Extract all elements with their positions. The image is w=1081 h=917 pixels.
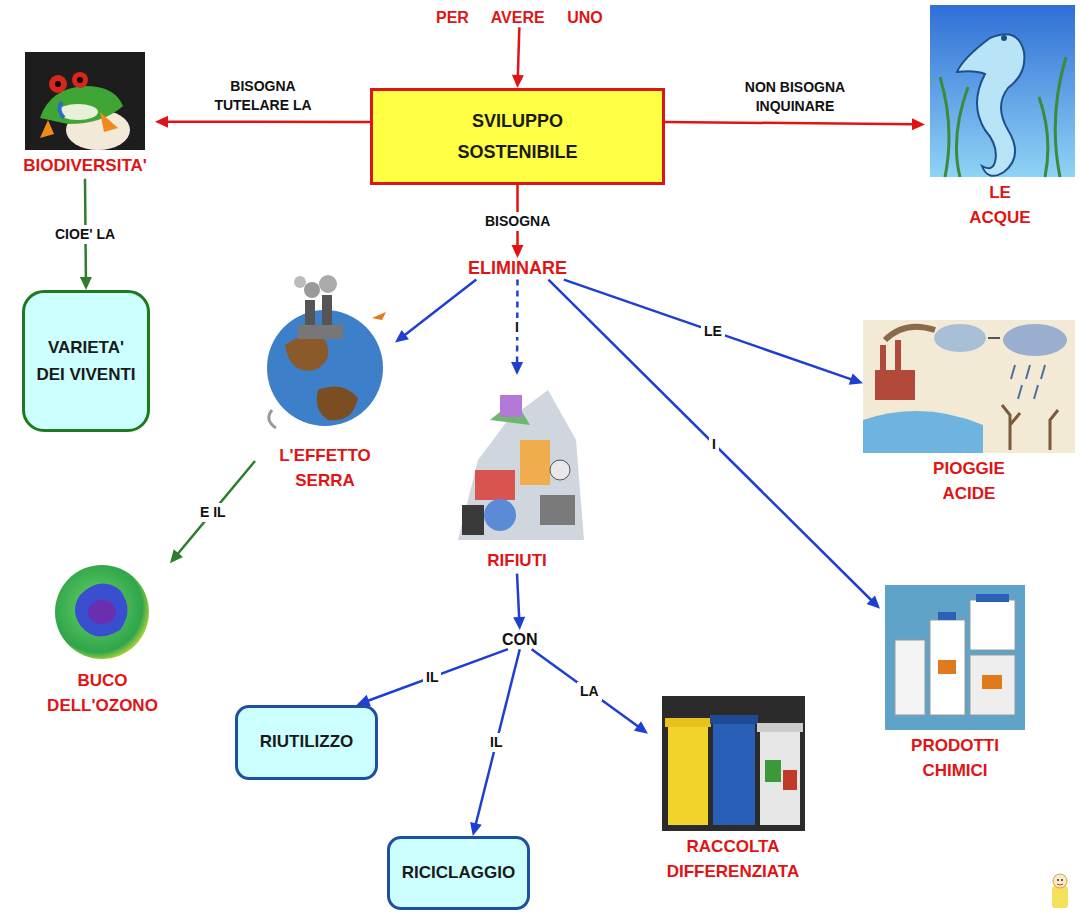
link-text: CON — [502, 630, 538, 649]
connector — [532, 649, 648, 733]
recycling-bins-picture — [662, 696, 805, 831]
greenhouse-earth-picture — [267, 275, 386, 428]
link-text: PER AVERE UNO — [436, 8, 603, 27]
arrow-head — [170, 549, 183, 563]
connector — [511, 280, 523, 375]
connector — [548, 280, 880, 609]
connector-line — [403, 280, 476, 337]
concept-box: RICICLAGGIO — [387, 836, 530, 910]
edge-label: NON BISOGNA INQUINARE — [732, 78, 858, 116]
edge-label: I — [709, 435, 719, 454]
arrow-head — [512, 245, 524, 258]
concept-picture: L'EFFETTO SERRA — [255, 278, 395, 493]
edge-label: LA — [577, 682, 602, 701]
connector-line — [564, 280, 854, 380]
edge-label: IL — [423, 668, 441, 687]
edge-label: CIOE' LA — [52, 225, 118, 244]
picture-caption: BUCO DELL'OZONO — [35, 669, 170, 718]
linking-phrase: CON — [500, 630, 540, 649]
picture-caption: LE ACQUE — [965, 181, 1035, 230]
box-text: VARIETA' DEI VIVENTI — [36, 334, 136, 388]
connector — [512, 27, 524, 88]
connector — [564, 280, 863, 385]
picture-caption: BIODIVERSITA' — [15, 154, 155, 179]
concept-picture: RIFIUTI — [447, 375, 587, 574]
picture-caption: PIOGGIE ACIDE — [914, 457, 1024, 506]
concept-picture: PIOGGIE ACIDE — [863, 320, 1075, 506]
connector — [170, 461, 255, 563]
concept-box: VARIETA' DEI VIVENTI — [22, 290, 150, 432]
arrow-head — [395, 330, 409, 343]
concept-picture: BIODIVERSITA' — [15, 52, 155, 179]
concept-picture: LE ACQUE — [925, 5, 1075, 230]
connector-line — [176, 461, 255, 555]
connector-line — [165, 120, 370, 123]
connector — [357, 649, 508, 706]
arrow-head — [912, 118, 925, 130]
edge-label: I — [512, 318, 522, 337]
edge-label: LE — [701, 322, 725, 341]
picture-caption: RIFIUTI — [447, 549, 587, 574]
arrow-head — [513, 617, 525, 630]
concept-picture: BUCO DELL'OZONO — [35, 560, 170, 718]
connector-line — [665, 122, 915, 124]
arrow-head — [470, 822, 482, 836]
connector — [665, 118, 925, 130]
acid-rain-picture — [863, 320, 1075, 453]
edge-label: IL — [487, 733, 505, 752]
connector-line — [548, 280, 873, 602]
connector — [513, 574, 525, 630]
arrow-head — [634, 721, 648, 733]
linking-phrase: ELIMINARE — [466, 258, 569, 280]
concept-picture: PRODOTTI CHIMICI — [880, 585, 1030, 783]
box-text: SVILUPPO SOSTENIBILE — [448, 106, 588, 167]
arrow-head — [512, 75, 524, 88]
connector-line — [517, 574, 519, 620]
box-text: RIUTILIZZO — [260, 731, 353, 753]
arrow-head — [155, 116, 168, 128]
cartoon-icon — [1052, 874, 1068, 908]
linking-phrase: PER AVERE UNO — [434, 8, 605, 27]
connector-line — [518, 27, 520, 78]
arrow-head — [849, 373, 863, 384]
concept-box: RIUTILIZZO — [235, 705, 378, 780]
picture-caption: RACCOLTA DIFFERENZIATA — [648, 835, 818, 884]
link-text: ELIMINARE — [468, 258, 567, 280]
seahorse-picture — [930, 5, 1075, 177]
chemical-containers-picture — [885, 585, 1025, 730]
connector — [155, 116, 370, 128]
arrow-head — [511, 362, 523, 375]
arrow-head — [80, 277, 92, 290]
edge-label: BISOGNA — [482, 212, 553, 231]
waste-pile-picture — [458, 390, 584, 540]
concept-picture: RACCOLTA DIFFERENZIATA — [648, 696, 818, 884]
edge-label: E IL — [197, 503, 229, 522]
arrow-head — [867, 595, 880, 608]
connector-line — [475, 649, 520, 826]
connector-line — [366, 649, 508, 701]
central-concept-box: SVILUPPO SOSTENIBILE — [370, 88, 665, 185]
connector-line — [532, 649, 640, 728]
ozone-globe-picture — [55, 565, 149, 659]
picture-caption: PRODOTTI CHIMICI — [900, 734, 1010, 783]
box-text: RICICLAGGIO — [402, 862, 515, 884]
picture-caption: L'EFFETTO SERRA — [261, 444, 389, 493]
frog-picture — [25, 52, 145, 150]
connector — [395, 280, 476, 343]
edge-label: BISOGNA TUTELARE LA — [205, 77, 321, 115]
connector — [470, 649, 520, 836]
